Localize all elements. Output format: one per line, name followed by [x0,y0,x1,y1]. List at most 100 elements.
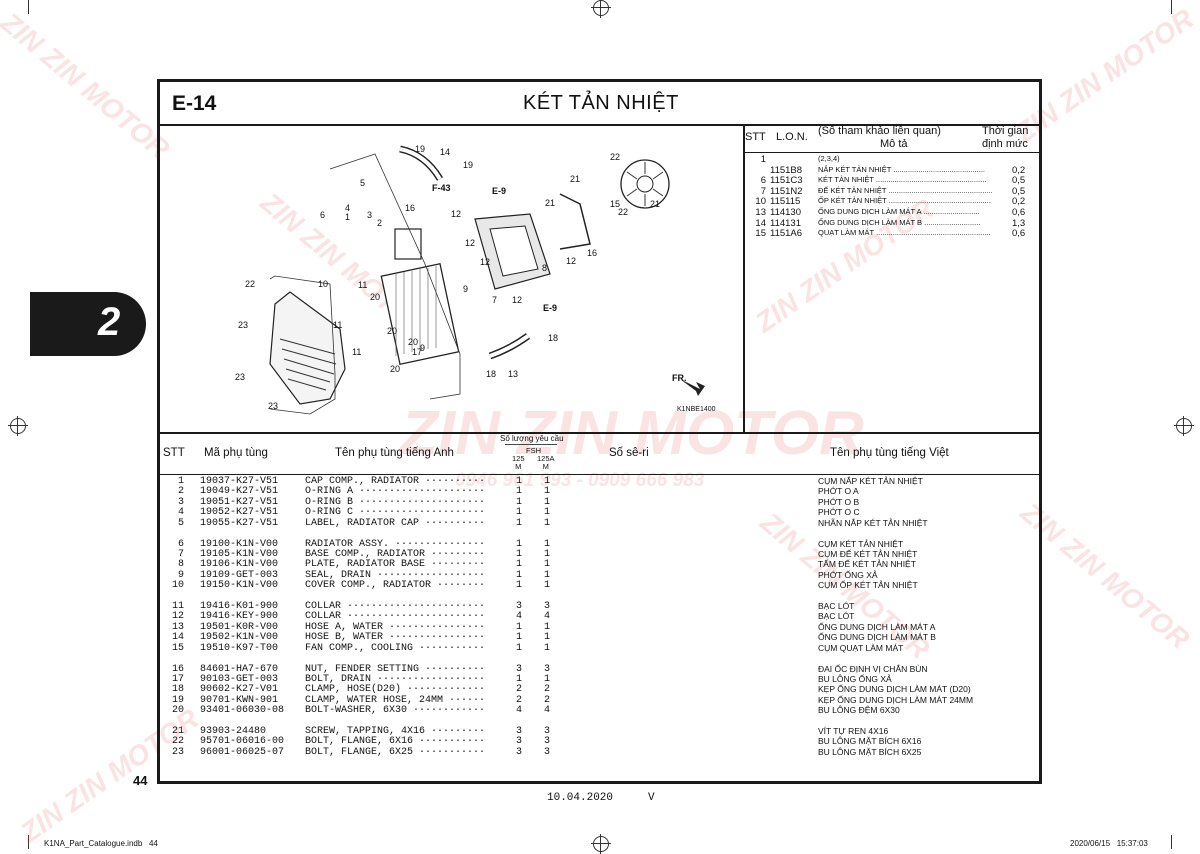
part-row-number: 93401-06030-08 [200,705,285,717]
callout-7: 7 [492,295,498,305]
chapter-tab: 2 [30,292,146,356]
part-row-stt: 18 [171,684,184,696]
callout-11: 11 [358,280,368,290]
assembly-outline [269,275,336,415]
callout-8: 8 [542,263,548,273]
part-row-qty-b: 2 [544,694,551,706]
part-row-qty-a: 3 [516,663,523,675]
exploded-diagram [269,145,705,415]
part-row-number: 19052-K27-V51 [200,507,279,519]
registration-mark-left [8,416,28,436]
ref-row-desc: ỐP KÉT TẢN NHIỆT .......................… [818,196,991,206]
callout-20: 20 [370,292,381,302]
col-qty: Số lượng yêu cầu [500,434,564,443]
qty-rule [505,444,557,445]
part-row-vietnamese: KẸP ỐNG DUNG DỊCH LÀM MÁT 24MM [818,694,974,705]
callout-20: 20 [408,337,419,347]
part-row-qty-b: 1 [544,673,551,685]
ref-row-time: 0,5 [1012,175,1026,187]
callout-2: 2 [377,218,383,228]
ref-row-desc: QUẠT LÀM MÁT ...........................… [818,228,991,238]
callout-21: 21 [650,199,661,209]
ref-row-lon: 1151B8 [770,164,803,176]
section-code: E-14 [172,92,217,115]
part-row-vietnamese: VÍT TỰ REN 4X16 [818,726,889,736]
part-row-qty-b: 3 [544,746,551,758]
part-row-qty-a: 1 [516,548,523,560]
print-date: 10.04.2020 [547,792,614,804]
callout-9: 9 [463,284,469,294]
part-row-vietnamese: CỤM ĐẾ KÉT TẢN NHIỆT [818,548,918,559]
part-row-qty-a: 1 [516,569,523,581]
callout-13: 13 [508,369,519,379]
chapter-number: 2 [98,300,121,344]
ref-row-time: 0,5 [1012,185,1026,197]
registration-mark-right [1174,416,1194,436]
part-row-vietnamese: CỤM NẮP KÉT TẢN NHIỆT [818,476,923,486]
part-row-qty-b: 1 [544,507,551,519]
ref-row-stt: 7 [760,185,766,197]
part-row-vietnamese: PHỚT O B [818,496,860,507]
col-qty-b: 125A M [537,454,555,471]
ref-row-time: 0,2 [1012,196,1026,208]
part-row-english: LABEL, RADIATOR CAP ·········· [305,517,486,529]
part-row-vietnamese: CỤM QUẠT LÀM MÁT [818,642,904,653]
col-english-name: Tên phụ tùng tiếng Anh [335,447,454,459]
part-row-number: 19037-K27-V51 [200,476,279,487]
part-row-stt: 16 [171,663,184,675]
ref-header-rule [743,152,1039,153]
part-row-stt: 4 [177,507,184,519]
ref-col-lon: L.O.N. [776,131,808,143]
callout-12: 12 [566,256,577,266]
part-row-stt: 10 [171,580,184,592]
diagram-fr-label: FR. [672,373,687,383]
part-row-qty-a: 1 [516,476,523,487]
part-row-qty-a: 2 [516,694,523,706]
ref-row-time: 0,6 [1012,228,1026,240]
watermark-brand-large: ZIN ZIN MOTOR [400,399,864,468]
part-row-number: 19051-K27-V51 [200,496,279,508]
ref-col-time-2: định mức [982,138,1028,150]
callout-19: 19 [415,144,426,154]
ref-row-stt: 10 [755,196,766,208]
col-stt: STT [163,447,185,459]
divider [160,432,1039,434]
callout-23: 23 [238,320,249,330]
part-row-stt: 21 [171,726,184,737]
part-row-vietnamese: BU LÔNG MẶT BÍCH 6X16 [818,736,922,747]
ref-row-desc: (2,3,4) [818,154,840,163]
callout-21: 21 [570,174,581,184]
part-row-vietnamese: BU LÔNG MẶT BÍCH 6X25 [818,746,922,757]
part-row-english: BOLT, FLANGE, 6X16 ··········· [305,736,486,748]
part-row-english: SEAL, DRAIN ·················· [305,569,486,581]
callout-15: 15 [610,199,621,209]
part-row-number: 19100-K1N-V00 [200,538,279,550]
callout-20: 20 [390,364,401,374]
part-row-english: NUT, FENDER SETTING ·········· [305,663,486,675]
part-row-qty-b: 4 [544,705,551,717]
part-row-number: 19510-K97-T00 [200,642,279,654]
file-name: K1NA_Part_Catalogue.indb 44 [44,839,158,848]
part-row-stt: 11 [171,601,184,612]
part-row-stt: 5 [177,517,184,529]
part-row-english: CLAMP, WATER HOSE, 24MM ······ [305,694,486,706]
callout-5: 5 [360,178,366,188]
part-row-qty-b: 1 [544,548,551,560]
part-row-qty-a: 2 [516,684,523,696]
radiator-neck [394,228,422,260]
callout-18: 18 [486,369,497,379]
part-row-qty-a: 1 [516,496,523,508]
part-row-english: BOLT-WASHER, 6X30 ············ [305,705,486,717]
part-row-vietnamese: BẠC LÓT [818,601,855,611]
callout-22: 22 [618,207,629,217]
callout-21: 21 [545,198,556,208]
part-row-qty-b: 1 [544,621,551,633]
part-row-vietnamese: TẤM ĐẾ KÉT TẢN NHIỆT [818,559,916,570]
divider [743,124,745,432]
callout-22: 22 [610,152,621,162]
part-row-qty-b: 1 [544,517,551,529]
callout-11: 11 [333,320,343,330]
callout-4: 4 [345,203,351,213]
part-row-qty-a: 3 [516,736,523,748]
part-row-qty-b: 3 [544,601,551,612]
